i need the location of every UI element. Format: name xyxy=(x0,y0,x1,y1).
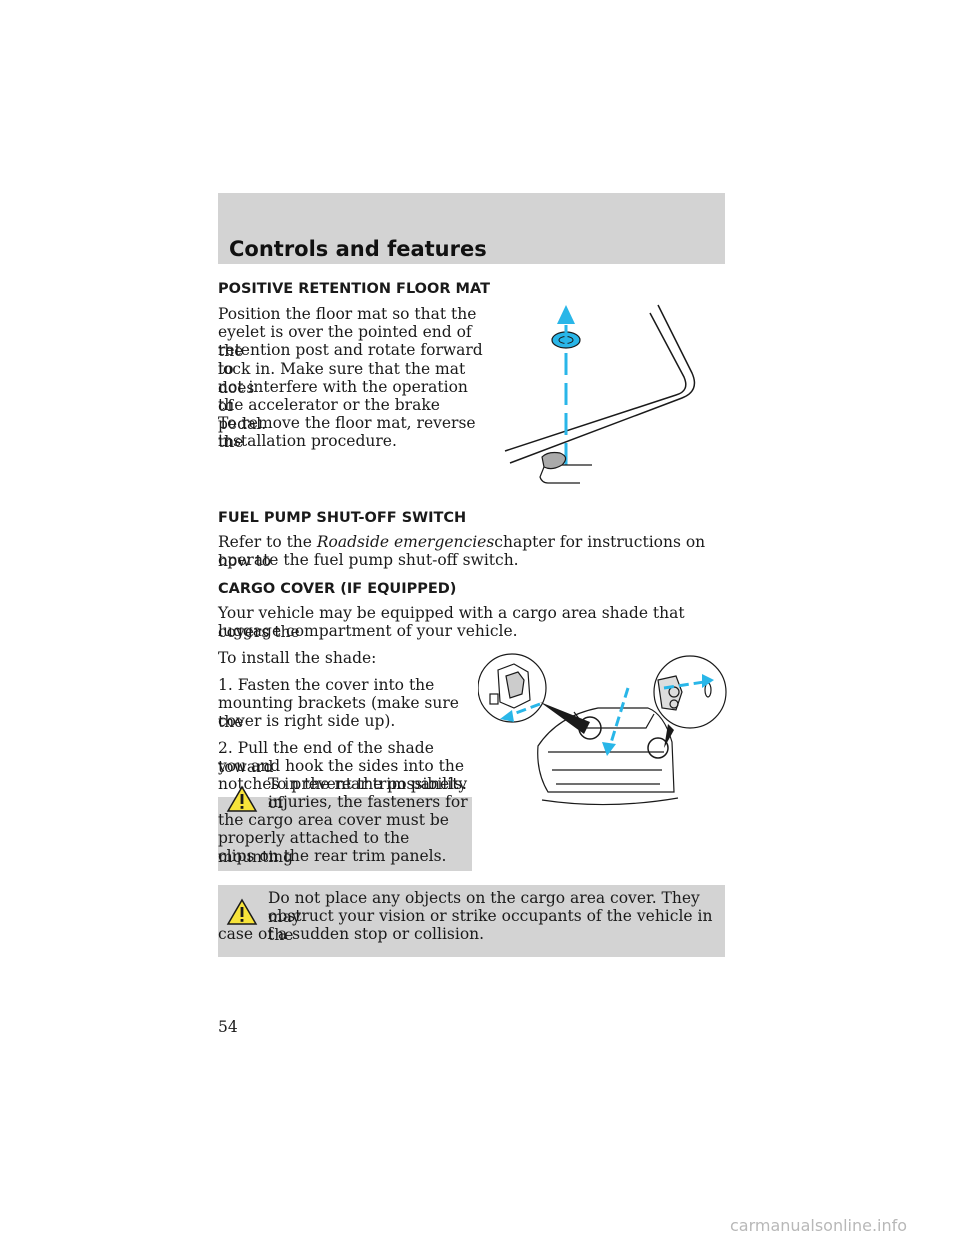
text-line: To remove the floor mat, reverse the xyxy=(218,414,476,451)
heading-fuel-pump: FUEL PUMP SHUT-OFF SWITCH xyxy=(218,510,467,526)
heading-floor-mat: POSITIVE RETENTION FLOOR MAT xyxy=(218,281,490,297)
text-line: To install the shade: xyxy=(218,649,377,667)
pointer-left xyxy=(540,702,590,734)
warning-text-line: injuries, the fasteners for xyxy=(268,793,468,811)
section-header: Controls and features xyxy=(218,193,725,264)
warning-icon xyxy=(226,898,258,925)
text-run: Refer to the xyxy=(218,533,317,551)
cargo-cover-illustration xyxy=(478,653,727,806)
warning-box-cargo-fasteners xyxy=(218,797,472,871)
text-line: not interfere with the operation of xyxy=(218,378,468,415)
fuel-pump-line-2: operate the fuel pump shut-off switch. xyxy=(218,551,519,569)
step-1-line: 1. Fasten the cover into the xyxy=(218,676,435,694)
warning-text-line: To prevent the possibility of xyxy=(268,775,468,812)
step-2-line: you and hook the sides into the xyxy=(218,757,465,775)
warning-icon xyxy=(226,785,258,812)
warning-text-line: clips on the rear trim panels. xyxy=(218,847,447,865)
floor-mat-illustration xyxy=(504,304,696,484)
section-title: Controls and features xyxy=(229,237,487,261)
retention-post-icon xyxy=(539,451,592,484)
text-line: Position the floor mat so that the xyxy=(218,305,477,323)
warning-text-line: obstruct your vision or strike occupants… xyxy=(268,907,713,944)
text-line: retention post and rotate forward to xyxy=(218,341,483,378)
right-bracket-inset xyxy=(653,655,727,729)
text-line: installation procedure. xyxy=(218,432,397,450)
heading-cargo-cover: CARGO COVER (IF EQUIPPED) xyxy=(218,581,457,597)
fuel-pump-line-1: Refer to the Roadside emergencieschapter… xyxy=(218,533,725,570)
text-run: chapter for instructions on how to xyxy=(218,533,706,570)
page-number: 54 xyxy=(218,1018,238,1036)
warning-text-line: the cargo area cover must be xyxy=(218,811,449,829)
warning-text-line: Do not place any objects on the cargo ar… xyxy=(268,889,700,926)
warning-text-line: properly attached to the mounting xyxy=(218,829,410,866)
step-2-line: 2. Pull the end of the shade toward xyxy=(218,739,434,776)
warning-box-cargo-objects xyxy=(218,885,725,957)
text-line: luggage compartment of your vehicle. xyxy=(218,622,518,640)
step-1-line: mounting brackets (make sure the xyxy=(218,694,459,731)
text-line: Your vehicle may be equipped with a carg… xyxy=(218,604,685,641)
warning-text-line: case of a sudden stop or collision. xyxy=(218,925,485,943)
roadside-emergencies-reference: Roadside emergencies xyxy=(316,533,495,551)
text-line: eyelet is over the pointed end of the xyxy=(218,323,472,360)
text-line: the accelerator or the brake pedal. xyxy=(218,396,440,433)
watermark[interactable]: carmanualsonline.info xyxy=(730,1216,908,1235)
left-bracket-inset xyxy=(478,653,547,723)
step-1-line: cover is right side up). xyxy=(218,712,396,730)
step-2-line: notches in the rear trim panels. xyxy=(218,775,467,793)
text-line: lock in. Make sure that the mat does xyxy=(218,360,466,397)
